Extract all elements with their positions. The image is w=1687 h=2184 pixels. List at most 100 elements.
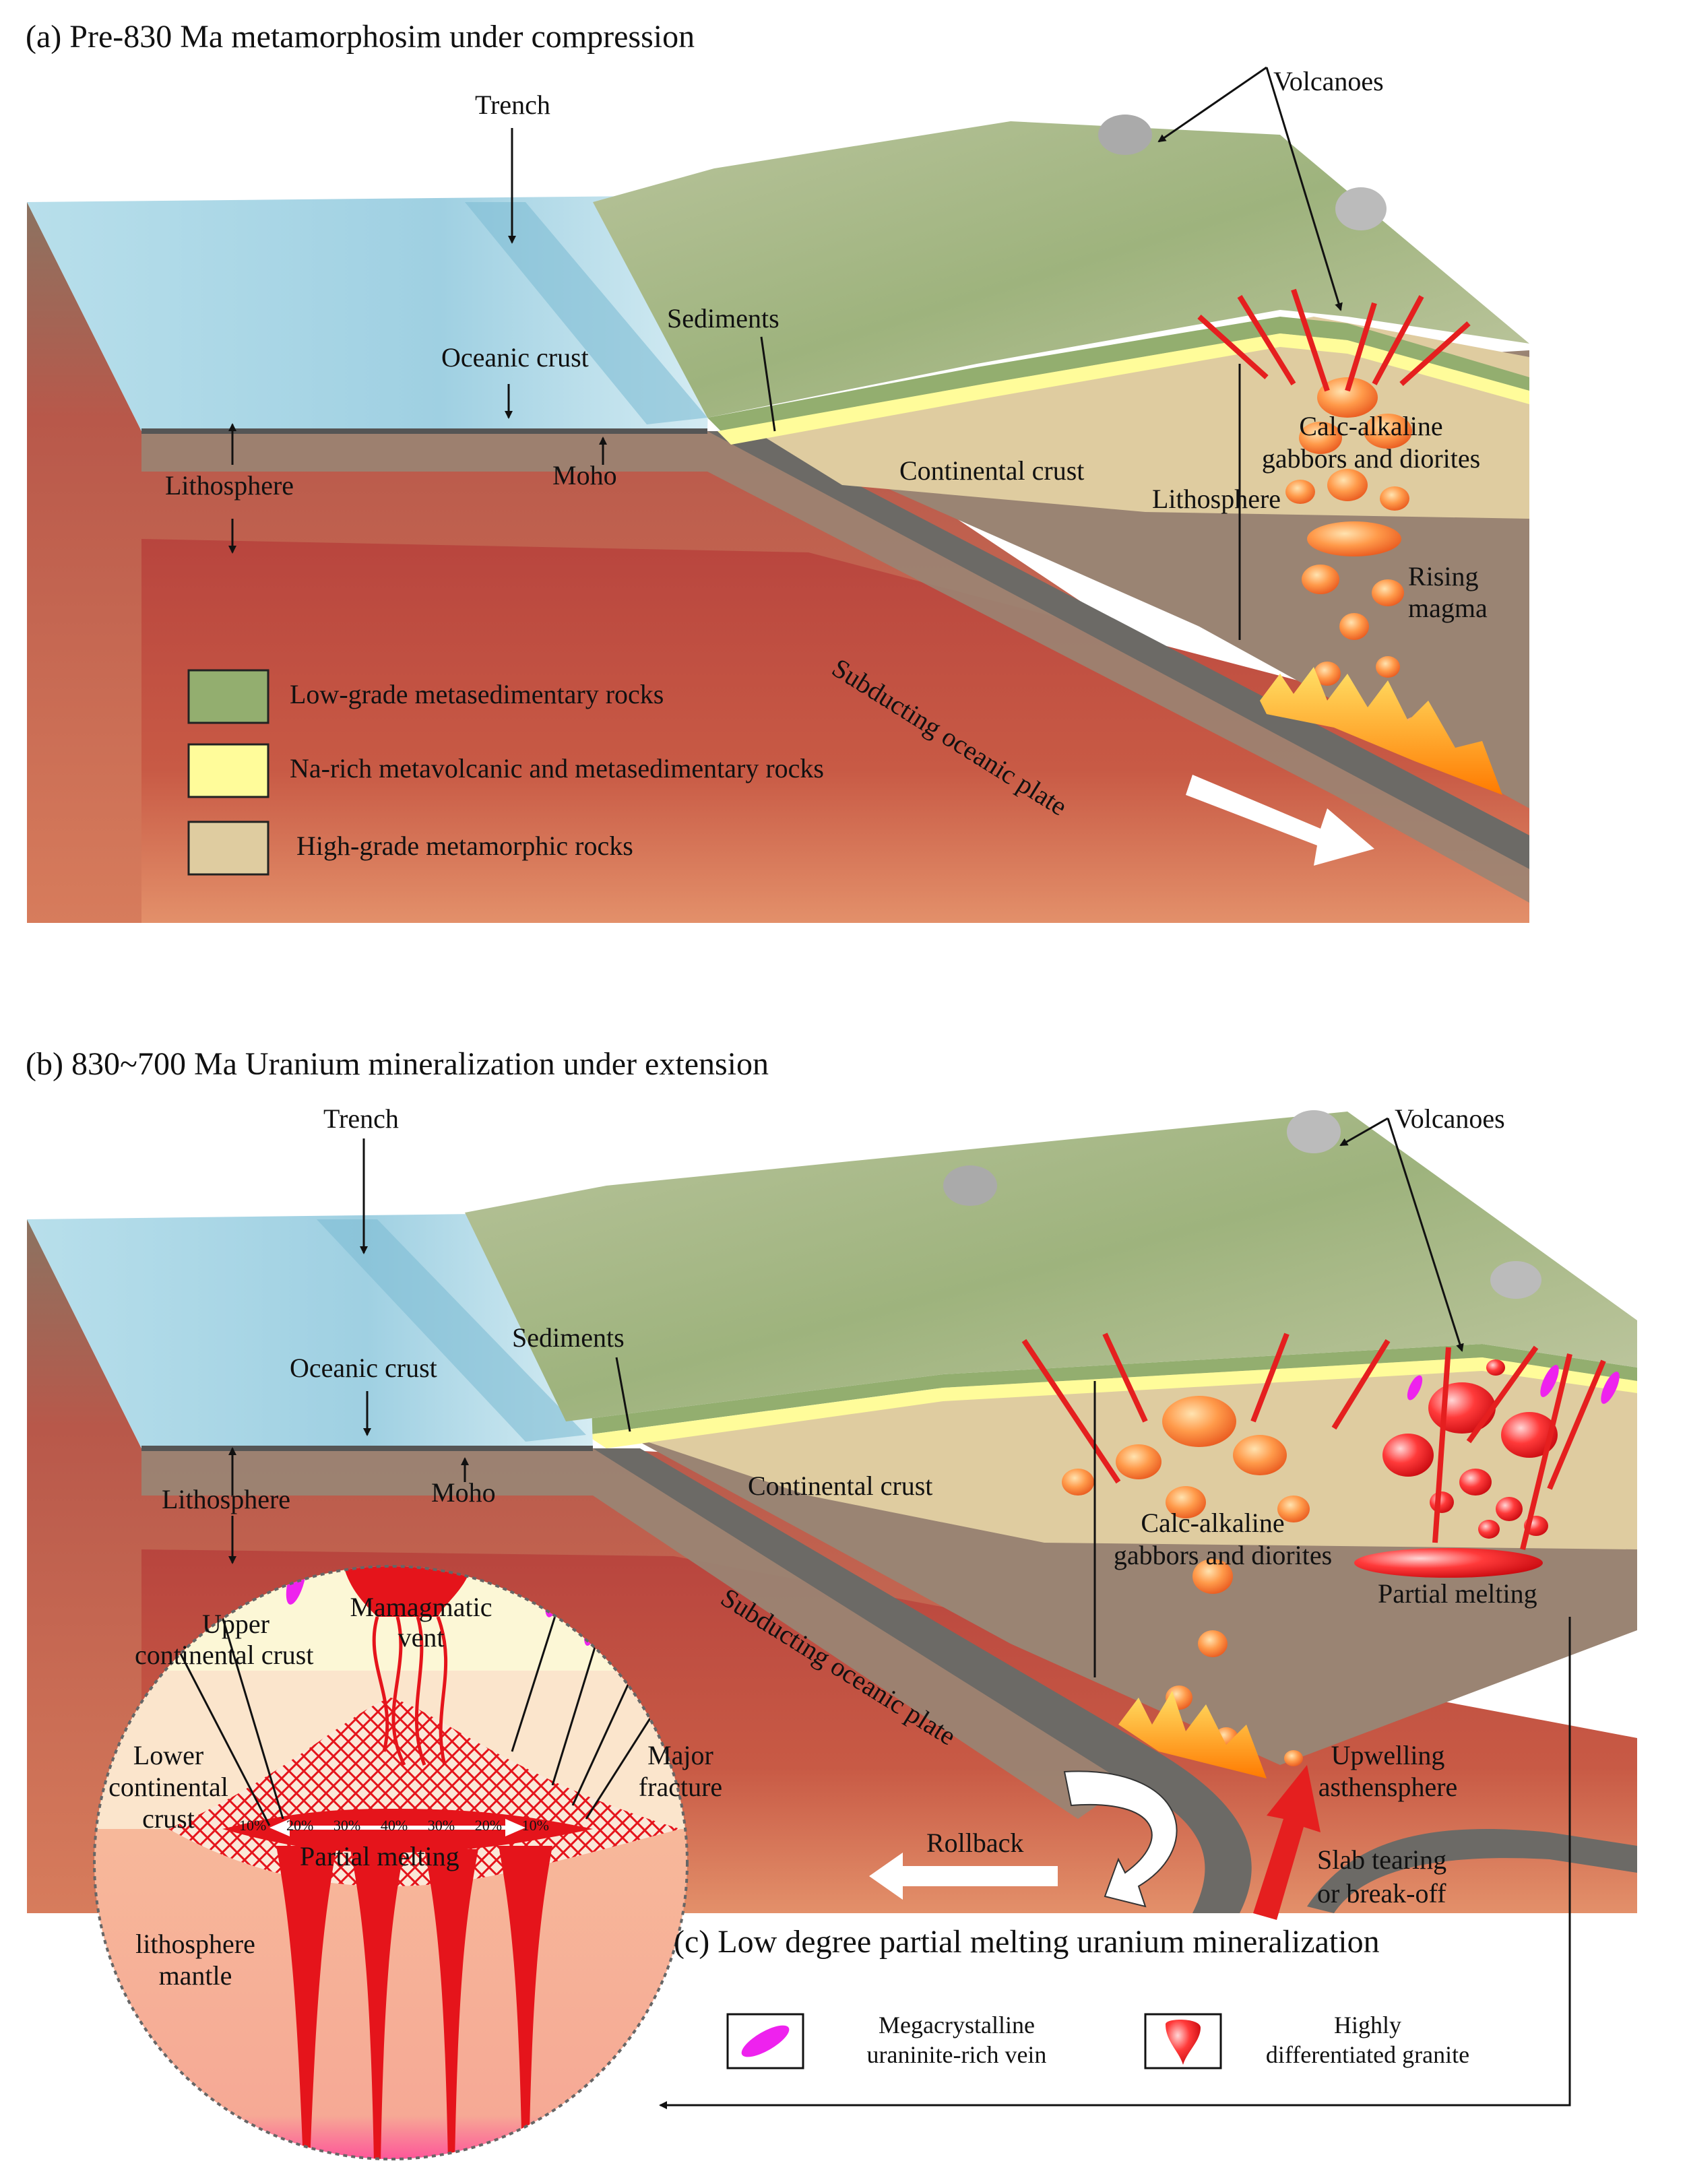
label-b-oceanic-crust: Oceanic crust bbox=[290, 1353, 437, 1383]
inset-label-vent-2: vent bbox=[397, 1622, 445, 1652]
label-a-volcanoes: Volcanoes bbox=[1273, 66, 1384, 96]
inset-vent-channels bbox=[372, 1616, 448, 1766]
panel-c-title: (c) Low degree partial melting uranium m… bbox=[674, 1924, 1380, 1960]
panel-c-legend bbox=[726, 2013, 1222, 2069]
panel-b-faults bbox=[1021, 1332, 1606, 1550]
inset-percent-row: 10% 20% 30% 40% 30% 20% 10% bbox=[239, 1818, 549, 1833]
label-a-rising-2: magma bbox=[1408, 593, 1488, 623]
label-a-lithosphere-right: Lithosphere bbox=[1152, 484, 1281, 514]
inset-percent: 30% bbox=[427, 1817, 455, 1834]
inset-percent: 40% bbox=[380, 1817, 408, 1834]
inset-label-partial-melting: Partial melting bbox=[300, 1841, 459, 1871]
legend-a-box-3 bbox=[187, 821, 269, 876]
label-b-partial-melting: Partial melting bbox=[1378, 1578, 1537, 1609]
legend-a-label-3: High-grade metamorphic rocks bbox=[296, 831, 633, 861]
legend-c-granite-label-2: differentiated granite bbox=[1265, 2041, 1470, 2068]
leader-b-sediments bbox=[615, 1357, 631, 1432]
legend-a-label-2: Na-rich metavolcanic and metasedimentary… bbox=[290, 753, 824, 783]
panel-b-broken-slab bbox=[1307, 1828, 1637, 1913]
red-drop-icon bbox=[1166, 2020, 1201, 2065]
inset-label-upper-1: Upper bbox=[202, 1609, 269, 1639]
panel-a-trench-band bbox=[465, 202, 707, 424]
label-b-slab-1: Slab tearing bbox=[1317, 1844, 1447, 1875]
panel-b-volcano-plume-2 bbox=[1287, 1110, 1341, 1153]
panel-a-oceanic-lithosphere bbox=[141, 431, 1529, 903]
panel-b-rollback-arrow bbox=[869, 1853, 1058, 1900]
inset-percent: 20% bbox=[286, 1817, 314, 1834]
inset-partial-melting-band bbox=[222, 1809, 593, 1853]
label-b-upwelling-1: Upwelling bbox=[1331, 1740, 1445, 1770]
inset-label-vent-1: Mamagmatic bbox=[350, 1592, 492, 1622]
panel-b-upwelling-arrow bbox=[1253, 1765, 1320, 1920]
panel-b-title: (b) 830~700 Ma Uranium mineralization un… bbox=[26, 1046, 769, 1082]
label-b-lithosphere: Lithosphere bbox=[162, 1484, 291, 1514]
label-a-calc-alkaline-2: gabbors and diorites bbox=[1261, 443, 1481, 474]
label-b-sediments: Sediments bbox=[512, 1322, 625, 1353]
panel-b-partial-melting-zone bbox=[1354, 1548, 1543, 1578]
label-b-moho: Moho bbox=[431, 1477, 496, 1508]
panel-a-continental-crust bbox=[728, 317, 1529, 519]
magenta-vein-icon bbox=[741, 2025, 790, 2057]
legend-a-box-1 bbox=[187, 669, 269, 724]
legend-c-granite-label-1: Highly bbox=[1333, 2012, 1401, 2038]
label-b-volcanoes: Volcanoes bbox=[1395, 1103, 1505, 1134]
legend-a-box-2 bbox=[187, 743, 269, 798]
label-a-calc-alkaline-1: Calc-alkaline bbox=[1299, 411, 1443, 441]
panel-a-title: (a) Pre-830 Ma metamorphosim under compr… bbox=[26, 19, 695, 55]
inset-percent: 30% bbox=[333, 1817, 361, 1834]
panel-a-volcano-plume-2 bbox=[1335, 187, 1387, 230]
label-a-trench: Trench bbox=[475, 90, 550, 120]
inset-label-lower-1: Lower bbox=[133, 1740, 204, 1770]
label-a-oceanic-crust: Oceanic crust bbox=[441, 342, 589, 373]
label-b-trench: Trench bbox=[323, 1103, 399, 1134]
panel-b-land-surface bbox=[465, 1112, 1637, 1421]
leader-b-volcano-1 bbox=[1339, 1117, 1389, 1147]
legend-c-vein-label-2: uraninite-rich vein bbox=[866, 2041, 1047, 2068]
leader-a-sediments bbox=[760, 336, 776, 432]
panel-b-trench-band bbox=[317, 1219, 586, 1442]
label-b-calc-alkaline-1: Calc-alkaline bbox=[1141, 1508, 1285, 1538]
panel-a-faults bbox=[1197, 288, 1471, 392]
inset-percent: 10% bbox=[521, 1817, 549, 1834]
label-a-rising-1: Rising bbox=[1408, 561, 1479, 591]
legend-a-label-1: Low-grade metasedimentary rocks bbox=[290, 679, 664, 709]
legend-c-vein-label-1: Megacrystalline bbox=[879, 2012, 1035, 2038]
label-a-sediments: Sediments bbox=[667, 303, 779, 333]
leader-a-volcano-1 bbox=[1157, 66, 1267, 143]
panel-b-volcano-plume-3 bbox=[1490, 1261, 1541, 1299]
panel-a-subduction-arrow bbox=[1186, 775, 1374, 866]
panel-a-land-surface bbox=[593, 121, 1529, 418]
inset-label-fracture-2: fracture bbox=[638, 1772, 723, 1802]
inset-label-lower-2: continental bbox=[108, 1772, 228, 1802]
label-a-moho: Moho bbox=[552, 460, 617, 490]
leader-a-volcano-2 bbox=[1265, 67, 1343, 311]
label-b-slab-2: or break-off bbox=[1317, 1878, 1446, 1908]
inset-label-upper-2: continental crust bbox=[135, 1640, 314, 1670]
label-b-calc-alkaline-2: gabbors and diorites bbox=[1113, 1540, 1333, 1570]
panel-b-ocean-surface bbox=[27, 1213, 593, 1448]
panel-a-volcano-plume-1 bbox=[1098, 115, 1152, 155]
leader-b-volcano-2 bbox=[1387, 1118, 1464, 1352]
inset-percent: 10% bbox=[239, 1817, 267, 1834]
panel-a-melting-fire bbox=[1260, 667, 1502, 795]
inset-label-lower-3: crust bbox=[142, 1803, 195, 1834]
label-b-upwelling-2: asthensphere bbox=[1318, 1772, 1458, 1802]
panel-b-uraninite-veins bbox=[1407, 1365, 1620, 1404]
inset-vent-top bbox=[344, 1566, 472, 1617]
label-a-lithosphere-left: Lithosphere bbox=[165, 470, 294, 501]
leader-b-partial-melting bbox=[659, 1617, 1571, 2109]
panel-b-oceanic-lithosphere bbox=[141, 1448, 1145, 1819]
label-b-rollback: Rollback bbox=[926, 1828, 1024, 1858]
panel-b-melting-fire bbox=[1118, 1691, 1267, 1778]
inset-label-fracture-1: Major bbox=[647, 1740, 713, 1770]
panel-b-magma bbox=[1062, 1396, 1310, 1766]
panel-b-curved-arrow bbox=[1063, 1770, 1178, 1908]
panel-a-block bbox=[27, 66, 1529, 923]
panel-b-narich-layer bbox=[586, 1357, 1637, 1448]
panel-a-subducting-slab bbox=[707, 431, 1529, 869]
panel-b-volcano-plume-1 bbox=[943, 1165, 997, 1206]
label-a-continental-crust: Continental crust bbox=[899, 455, 1085, 486]
inset-label-mantle-1: lithosphere bbox=[135, 1929, 255, 1959]
panel-a-mantle bbox=[141, 539, 1529, 923]
